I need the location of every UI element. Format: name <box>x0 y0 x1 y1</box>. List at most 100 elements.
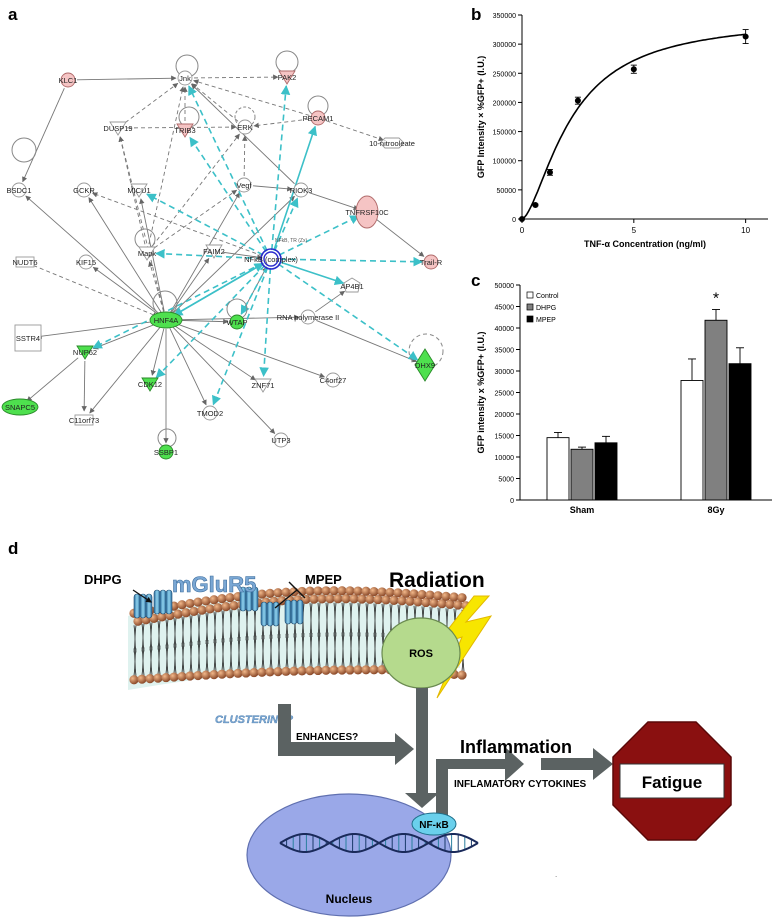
lipid-head <box>209 670 219 680</box>
lipid-head <box>345 665 355 675</box>
network-node: RNA polymerase II <box>277 309 339 325</box>
node-shape <box>109 121 127 136</box>
network-node: 10-nitrooleate <box>369 137 415 149</box>
b-ylabel: GFP Intensity × %GFP+ (I.U.) <box>476 56 486 178</box>
node-shape <box>278 70 296 85</box>
network-node: NUP62 <box>73 345 97 360</box>
lipid-head <box>229 600 239 611</box>
node-shape <box>325 372 341 388</box>
lipid-head <box>193 670 203 681</box>
node-label: PECAM1 <box>303 114 334 123</box>
nucleus-label: Nucleus <box>326 892 373 906</box>
lipid-head <box>441 591 451 601</box>
node-label: FAIM2 <box>203 247 225 256</box>
b-xtick-label: 5 <box>632 226 637 235</box>
network-edge <box>252 185 293 192</box>
node-label: RIOK3 <box>290 186 313 195</box>
fatigue-arrow <box>541 748 613 780</box>
network-node: DHX9 <box>414 348 436 382</box>
b-xtick-label: 10 <box>741 226 750 235</box>
lipid-head <box>409 589 419 599</box>
network-edge <box>169 327 207 406</box>
lipid-head <box>429 598 439 608</box>
network-edge <box>22 88 65 183</box>
lipid-head <box>297 586 307 597</box>
lipid-head <box>193 597 203 607</box>
network-node: TMOD2 <box>197 405 223 421</box>
network-node: KLC1 <box>59 72 78 88</box>
node-shape <box>310 110 326 126</box>
network-node: BSDC1 <box>6 182 32 198</box>
lipid-head <box>329 665 339 675</box>
network-edge <box>26 357 79 402</box>
network-node: CDK12 <box>138 377 162 392</box>
lipid-head <box>365 594 375 604</box>
mpep-inhibit-symbol <box>274 581 306 609</box>
lipid-head <box>273 588 283 598</box>
lipid-head <box>205 604 215 614</box>
b-ytick-label: 50000 <box>497 188 517 195</box>
c-bar <box>546 437 570 501</box>
b-ytick-label: 250000 <box>493 71 516 78</box>
b-ytick-label: 200000 <box>493 100 516 107</box>
network-edge <box>188 85 268 252</box>
node-shape <box>254 378 272 393</box>
node-shape <box>138 246 156 261</box>
network-edge <box>278 215 360 256</box>
network-edge <box>155 249 263 260</box>
node-shape <box>423 254 439 270</box>
network-edge <box>148 86 185 245</box>
b-ytick-label: 100000 <box>493 159 516 166</box>
network-node: DUSP19 <box>103 121 133 136</box>
lipid-head <box>273 667 283 677</box>
network-node: ERK <box>237 119 253 135</box>
network-edge <box>118 136 146 245</box>
lipid-head <box>353 586 363 596</box>
node-label: NFkB (complex) <box>244 255 298 264</box>
network-edge <box>174 322 326 378</box>
network-edge <box>92 266 159 316</box>
panel-label-a: a <box>8 5 18 24</box>
complex-annotation: NFkB, TR (Zx) <box>275 238 307 244</box>
node-label: Jnk <box>179 74 191 83</box>
network-edge <box>170 192 240 313</box>
network-edge <box>326 120 384 142</box>
b-ytick-label: 300000 <box>493 42 516 49</box>
node-label: SSTR4 <box>16 334 40 343</box>
node-label: WTAP <box>226 318 247 327</box>
receptor-icon <box>284 599 304 625</box>
network-edge <box>146 193 264 256</box>
lipid-head <box>305 586 315 596</box>
lipid-head <box>177 600 187 610</box>
network-node: Mapk <box>138 246 156 261</box>
node-label: C4orf27 <box>320 376 347 385</box>
b-ytick-label: 0 <box>512 217 516 224</box>
node-label: KLC1 <box>59 76 78 85</box>
node-label: KIF15 <box>76 258 96 267</box>
node-label: NUP62 <box>73 348 97 357</box>
fatigue-box <box>619 763 725 799</box>
network-edge <box>222 251 263 260</box>
lipid-head <box>325 594 335 604</box>
node-label: ZNF71 <box>252 381 275 390</box>
network-edge <box>212 267 269 406</box>
network-edge <box>240 266 268 315</box>
inflammation-label: Inflammation <box>460 737 572 757</box>
network-edge <box>92 262 264 349</box>
network-edge <box>36 320 158 339</box>
node-label: HNF4A <box>154 316 179 325</box>
lipid-head <box>281 666 291 676</box>
b-point <box>742 33 749 40</box>
network-node: PAK2 <box>278 70 296 85</box>
lipid-head <box>233 668 243 678</box>
lipid-head <box>453 600 463 610</box>
lipid-head <box>369 586 379 597</box>
c-ytick-label: 0 <box>510 498 514 505</box>
network-node: PECAM1 <box>303 110 334 126</box>
lipid-head <box>425 590 435 600</box>
lipid-head <box>145 674 155 684</box>
network-edge <box>193 74 279 80</box>
c-category-label: 8Gy <box>707 505 724 515</box>
c-legend-swatch <box>526 303 534 311</box>
